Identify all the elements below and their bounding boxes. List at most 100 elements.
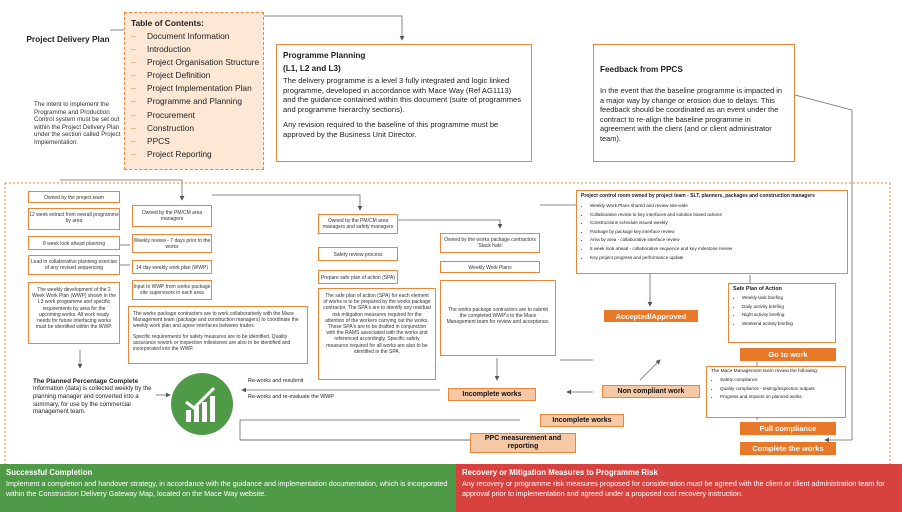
toc-item[interactable]: –Construction [131, 122, 257, 135]
successful-completion-panel: Successful Completion Implement a comple… [0, 464, 456, 512]
non-compliant-work-button[interactable]: Non compliant work [602, 385, 700, 398]
dash-icon: – [131, 83, 136, 94]
col1-box-4: The weekly development of the 2 Week Wor… [28, 282, 120, 344]
col1-owned: Owned by the project team [28, 191, 120, 203]
col4-big-box: The works package contractors are to sub… [440, 280, 556, 356]
toc-title: Table of Contents: [131, 18, 204, 28]
dash-icon: – [131, 44, 136, 55]
ppc-title: The Planned Percentage Complete [33, 378, 139, 385]
toc-item-label: Project Definition [147, 70, 211, 81]
ppc-body: Information (data) is collected weekly b… [33, 385, 152, 416]
col3-box-1: Safety review process [318, 247, 398, 261]
recovery-title: Recovery or Mitigation Measures to Progr… [462, 468, 658, 477]
control-room-box: Project control room owned by project te… [576, 190, 848, 274]
control-room-item: Area by area - collaborative interface r… [590, 236, 843, 245]
col2-big-box: The works package contractors are to wor… [128, 306, 308, 364]
toc-item-label: Document Information [147, 31, 230, 41]
project-delivery-plan-title: Project Delivery Plan [26, 34, 110, 44]
planning-para-1: The delivery programme is a level 3 full… [283, 76, 522, 114]
feedback-box: Feedback from PPCS In the event that the… [593, 44, 795, 162]
complete-the-works-button[interactable]: Complete the works [740, 442, 836, 455]
toc-item[interactable]: –Project Definition [131, 69, 257, 82]
toc-item-label: Introduction [147, 44, 191, 55]
control-room-item: 8 week look ahead - collaborative sequen… [590, 245, 843, 254]
control-room-item: Collaborative review to key interfaces a… [590, 211, 843, 220]
col1-box-1: 12 week extract from overall programme b… [28, 208, 120, 230]
dash-icon: – [131, 135, 136, 146]
successful-completion-body: Implement a completion and handover stra… [6, 479, 448, 498]
toc-item[interactable]: –PPCS [131, 135, 257, 148]
planning-para-2: Any revision required to the baseline of… [283, 120, 499, 139]
toc-item[interactable]: –Project Organisation Structure [131, 56, 260, 69]
rework-resubmit-label: Re-works and resubmit [248, 378, 304, 384]
programme-planning-box: Programme Planning (L1, L2 and L3) The d… [276, 44, 532, 162]
toc-item[interactable]: –Project Implementation Plan [131, 82, 257, 95]
toc-item[interactable]: –Introduction [131, 43, 257, 56]
incomplete-works-button-2[interactable]: Incomplete works [540, 414, 624, 427]
recovery-body: Any recovery or programme risk measures … [462, 479, 885, 498]
safe-plan-list: Weekly task briefingDaily activity brief… [733, 294, 831, 328]
toc-item-label: Procurement [147, 109, 195, 120]
bar-chart-check-icon [170, 372, 234, 436]
control-room-item: Key project progress and performance upd… [590, 254, 843, 263]
col2-big-text-1: The works package contractors are to wor… [133, 311, 299, 330]
toc-item-label: PPCS [147, 135, 170, 146]
toc-item[interactable]: –Procurement [131, 109, 257, 122]
toc-item[interactable]: – Document Information [131, 30, 257, 43]
mace-review-item: Quality compliance - testing/inspection … [720, 385, 841, 394]
ppc-info: The Planned Percentage Complete Informat… [33, 378, 157, 416]
dash-icon: – [131, 109, 136, 120]
control-room-list: Weekly Work Plans shared and review site… [581, 202, 843, 262]
control-room-item: Constructions schedule issued weekly [590, 219, 843, 228]
dash-icon: – [131, 148, 136, 159]
toc-list: –Document Information–Introduction–Proje… [131, 30, 260, 161]
successful-completion-title: Successful Completion [6, 468, 93, 477]
toc-item[interactable]: –Project Reporting [131, 148, 257, 161]
recovery-panel: Recovery or Mitigation Measures to Progr… [456, 464, 902, 512]
planning-subtitle: (L1, L2 and L3) [283, 64, 341, 73]
planning-title: Programme Planning [283, 51, 366, 60]
intro-text: The intent to implement the Programme an… [34, 101, 121, 146]
feedback-body: In the event that the baseline programme… [600, 86, 782, 143]
col4-box-1: Weekly Work Plans [440, 261, 540, 273]
mace-review-title: The Mace Management team review the foll… [711, 369, 819, 374]
toc-panel: Table of Contents: – Document Information… [124, 12, 264, 170]
safe-plan-item: Weekly task briefing [742, 294, 831, 303]
safe-plan-item: Weekend activity briefing [742, 320, 831, 329]
mace-review-item: Safety compliance [720, 376, 841, 385]
control-room-item: Weekly Work Plans shared and review site… [590, 202, 843, 211]
control-room-item: Package by package key interface review [590, 228, 843, 237]
dash-icon: – [131, 31, 136, 41]
safe-plan-item: Night activity briefing [742, 311, 831, 320]
col3-owned: Owned by the PM/CM area managers and saf… [318, 214, 398, 234]
toc-item-label: Project Organisation Structure [147, 57, 260, 68]
col1-box-2: 8 week look ahead planning [28, 236, 120, 250]
feedback-title: Feedback from PPCS [600, 65, 683, 74]
dash-icon: – [131, 122, 136, 133]
col3-box-2: Prepare safe plan of action (SPA) [318, 270, 398, 284]
toc-item-label: Project Reporting [147, 148, 212, 159]
incomplete-works-button-1[interactable]: Incomplete works [448, 388, 536, 401]
col2-big-text-2: Specific requirements for safety measure… [133, 333, 291, 353]
col2-owned: Owned by the PM/CM area managers [132, 205, 212, 227]
toc-item[interactable]: –Programme and Planning [131, 95, 257, 108]
col3-big-box: The safe plan of action (SPA) for each e… [318, 288, 436, 380]
go-to-work-button[interactable]: Go to work [740, 348, 836, 361]
col2-box-1: Weekly review - 7 days prior to the work… [132, 234, 212, 253]
full-compliance-button[interactable]: Full compliance [740, 422, 836, 435]
dash-icon: – [131, 70, 136, 81]
control-room-title: Project control room owned by project te… [581, 193, 815, 199]
safe-plan-box: Safe Plan of Action Weekly task briefing… [728, 283, 836, 343]
toc-item-label: Construction [147, 122, 195, 133]
mace-review-list: Safety complianceQuality compliance - te… [711, 376, 841, 402]
accepted-approved-button[interactable]: Accepted/Approved [604, 310, 698, 322]
mace-review-item: Progress and impacts on planned works [720, 393, 841, 402]
toc-item-label: Programme and Planning [147, 96, 242, 107]
ppc-measurement-button[interactable]: PPC measurement and reporting [470, 433, 576, 453]
col1-box-3: Lead in collaborative planning exercise … [28, 255, 120, 275]
col2-box-2: 14 day weekly work plan (WWP) [132, 260, 212, 274]
mace-review-box: The Mace Management team review the foll… [706, 366, 846, 418]
toc-item-label: Project Implementation Plan [147, 83, 252, 94]
dash-icon: – [131, 96, 136, 107]
